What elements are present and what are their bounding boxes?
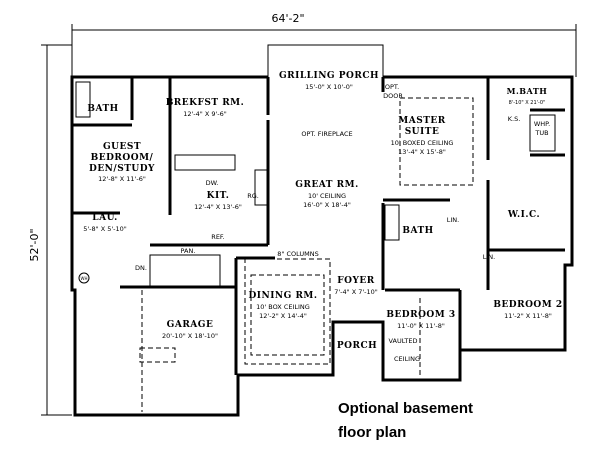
pantry-label: PAN.: [181, 247, 196, 255]
guest-bedroom-label-1: GUEST: [103, 142, 141, 152]
guest-bedroom-label-3: DEN/STUDY: [89, 164, 155, 174]
knee-space-label: K.S.: [508, 115, 521, 123]
columns-label: 8" COLUMNS: [277, 250, 319, 258]
bath-2-label: BATH: [402, 226, 433, 236]
optional-door-label-1: OPT.: [385, 83, 399, 91]
laundry-size: 5'-8" X 5'-10": [83, 225, 127, 233]
water-heater-icon: [78, 272, 90, 284]
guest-bedroom-size: 12'-8" X 11'-6": [98, 175, 146, 183]
master-suite-label-2: SUITE: [405, 127, 440, 137]
vaulted-label: VAULTED: [388, 337, 417, 345]
master-suite-ceiling: 10' BOXED CEILING: [391, 139, 454, 147]
great-room-label: GREAT RM.: [295, 180, 358, 190]
breakfast-room-size: 12'-4" X 9'-6": [183, 110, 227, 118]
whirlpool-tub-label-1: WHP.: [534, 120, 550, 128]
dining-room-size: 12'-2" X 14'-4": [259, 312, 307, 320]
range-label: RG.: [247, 192, 259, 200]
bedroom-2-label: BEDROOM 2: [493, 300, 562, 310]
foyer-size: 7'-4" X 7'-10": [334, 288, 378, 296]
dining-room-label: DINING RM.: [248, 291, 317, 301]
grilling-porch-size: 15'-0" X 10'-0": [305, 83, 353, 91]
bedroom-3-label: BEDROOM 3: [386, 310, 455, 320]
fireplace-label: OPT. FIREPLACE: [301, 130, 352, 138]
porch-label: PORCH: [337, 341, 377, 351]
bath-label: BATH: [87, 104, 118, 114]
depth-dimension: 52'-0": [28, 228, 41, 261]
kitchen-size: 12'-4" X 13'-6": [194, 203, 242, 211]
basement-note-line-1: Optional basement: [338, 400, 473, 417]
water-heater-label: WH: [81, 276, 88, 281]
walk-in-closet-label: W.I.C.: [507, 210, 540, 220]
dining-room-ceiling: 10' BOX CEILING: [256, 303, 310, 311]
master-suite-label-1: MASTER: [398, 116, 446, 126]
breakfast-room-label: BREKFST RM.: [166, 98, 245, 108]
stairs-down-label: DN.: [135, 264, 147, 272]
linen-2-label: LIN.: [483, 253, 495, 261]
basement-note-line-2: floor plan: [338, 424, 406, 441]
kitchen-label: KIT.: [207, 191, 230, 201]
master-bath-size: 8'-10" X 21'-0": [509, 100, 546, 106]
master-bath-label: M.BATH: [507, 86, 548, 96]
dishwasher-label: DW.: [206, 179, 219, 187]
grilling-porch-label: GRILLING PORCH: [279, 71, 379, 81]
dashed-outlines: [75, 81, 556, 412]
width-dimension: 64'-2": [271, 12, 304, 25]
great-room-size: 16'-0" X 18'-4": [303, 201, 351, 209]
laundry-label: LAU.: [92, 213, 117, 223]
garage-label: GARAGE: [167, 320, 214, 330]
linen-label: LIN.: [447, 216, 459, 224]
foyer-label: FOYER: [337, 276, 375, 286]
bedroom-3-size: 11'-0" X 11'-8": [397, 322, 445, 330]
garage-size: 20'-10" X 18'-10": [162, 332, 218, 340]
master-suite-size: 13'-4" X 15'-8": [398, 148, 446, 156]
vaulted-ceiling-label: CEILING: [394, 355, 420, 363]
guest-bedroom-label-2: BEDROOM/: [91, 153, 154, 163]
refrigerator-label: REF.: [211, 233, 224, 241]
great-room-ceiling: 10' CEILING: [308, 192, 346, 200]
whirlpool-tub-label-2: TUB: [534, 129, 548, 137]
dimension-lines: [41, 24, 577, 416]
bedroom-2-size: 11'-2" X 11'-8": [504, 312, 552, 320]
walls: [70, 44, 574, 417]
optional-door-label-2: DOOR: [383, 92, 403, 100]
